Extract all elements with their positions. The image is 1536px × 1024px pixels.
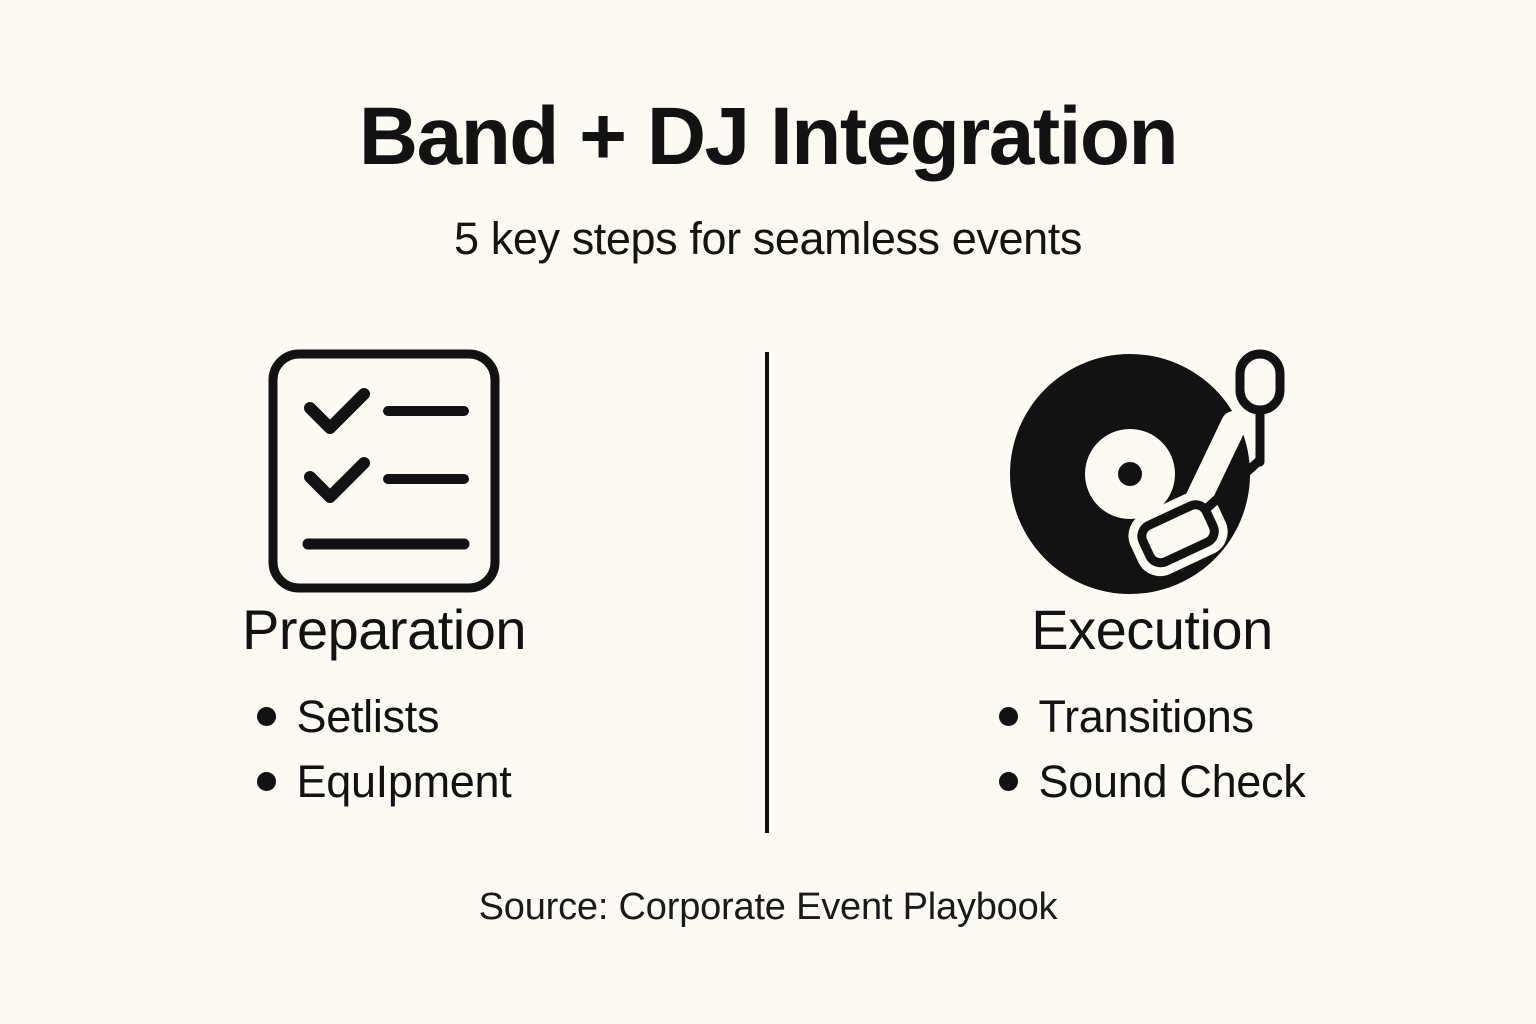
list-item-label: Sound Check [1038, 756, 1306, 808]
header: Band + DJ Integration 5 key steps for se… [0, 91, 1536, 264]
page-subtitle: 5 key steps for seamless events [454, 213, 1082, 264]
list-item: EquIpment [256, 749, 512, 814]
columns-container: Preparation Setlists EquIpment [0, 340, 1536, 815]
bullet-dot-icon [256, 772, 276, 792]
bullet-dot-icon [998, 707, 1018, 727]
list-item-label: Setlists [296, 691, 440, 742]
vinyl-record-icon-wrap [1002, 340, 1302, 602]
bullet-dot-icon [256, 707, 276, 727]
source-attribution: Source: Corporate Event Playbook [478, 886, 1058, 928]
list-item: Setlists [256, 684, 512, 749]
vinyl-record-icon [1010, 349, 1285, 594]
page-title: Band + DJ Integration [358, 91, 1179, 182]
checklist-icon-wrap [264, 340, 504, 602]
column-preparation: Preparation Setlists EquIpment [0, 340, 768, 815]
column-execution: Execution Transitions Sound Check [768, 340, 1536, 815]
column-title-preparation: Preparation [241, 598, 527, 661]
checklist-icon [268, 349, 500, 593]
bullet-dot-icon [998, 772, 1018, 792]
list-item-label: Transitions [1038, 691, 1254, 742]
list-item: Transitions [998, 684, 1306, 749]
list-item-label: EquIpment [296, 756, 512, 808]
list-item: Sound Check [998, 749, 1306, 814]
column-title-execution: Execution [1031, 598, 1273, 661]
bullet-list-execution: Transitions Sound Check [998, 658, 1306, 815]
column-divider [765, 352, 769, 833]
bullet-list-preparation: Setlists EquIpment [256, 658, 512, 815]
footer: Source: Corporate Event Playbook [0, 886, 1536, 929]
